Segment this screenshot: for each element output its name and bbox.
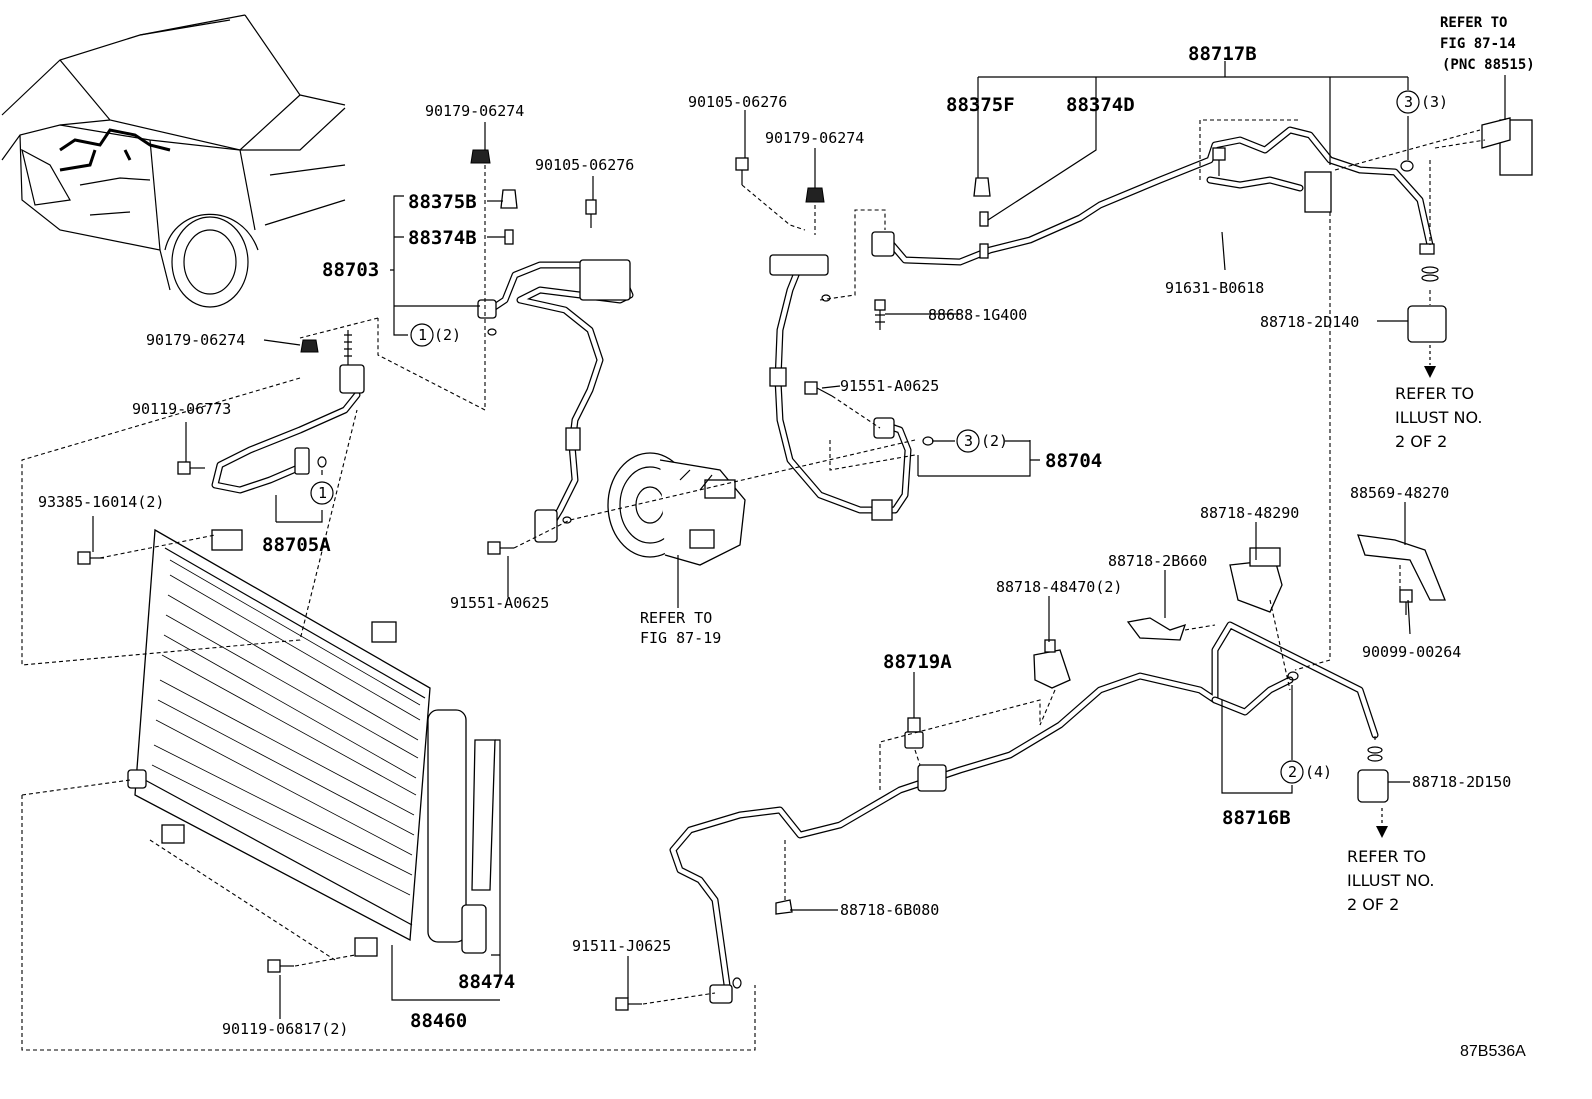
label-93385-16014: 93385-16014(2) — [38, 493, 164, 511]
solid-leader-lines — [92, 61, 1506, 1019]
refer-top-line3: (PNC 88515) — [1442, 57, 1535, 73]
label-88718-48470: 88718-48470(2) — [996, 578, 1122, 596]
pipe-88716B-assembly — [669, 621, 1389, 1004]
label-90119-06773: 90119-06773 — [132, 400, 231, 418]
callout-3a-qty: (3) — [1421, 93, 1448, 111]
pipe-88704-assembly — [769, 254, 934, 521]
compressor-illustration — [607, 452, 746, 566]
label-90179-06274-b: 90179-06274 — [765, 129, 864, 147]
pipe-88717B-assembly — [871, 117, 1533, 282]
callout-circles — [310, 90, 1420, 784]
label-90179-06274-c: 90179-06274 — [146, 331, 245, 349]
label-88718-2B660: 88718-2B660 — [1108, 552, 1207, 570]
label-90179-06274-a: 90179-06274 — [425, 102, 524, 120]
label-88375B: 88375B — [408, 191, 477, 213]
label-88705A: 88705A — [262, 534, 331, 556]
refer-compressor-line2: FIG 87-19 — [640, 629, 721, 647]
dashed-leader-lines — [21, 119, 1486, 1051]
label-90105-06276-a: 90105-06276 — [535, 156, 634, 174]
label-88718-6B080: 88718-6B080 — [840, 901, 939, 919]
callout-2-number: 2 — [1288, 763, 1297, 781]
label-88719A: 88719A — [883, 651, 952, 673]
callout-1-qty: (2) — [434, 326, 461, 344]
callout-3a-number: 3 — [1404, 93, 1413, 111]
refer-compressor-line1: REFER TO — [640, 609, 712, 627]
label-90119-06817: 90119-06817(2) — [222, 1020, 348, 1038]
label-88718-48290: 88718-48290 — [1200, 504, 1299, 522]
callout-3b-number: 3 — [964, 432, 973, 450]
callout-1-number: 1 — [418, 326, 427, 344]
label-88718-2D140: 88718-2D140 — [1260, 313, 1359, 331]
label-88718-2D150: 88718-2D150 — [1412, 773, 1511, 791]
label-88460: 88460 — [410, 1010, 467, 1032]
refer-illust-1-line1: REFER TO — [1395, 384, 1474, 403]
refer-illust-1-line3: 2 OF 2 — [1395, 432, 1447, 451]
vehicle-locator-illustration — [1, 14, 346, 308]
label-88704: 88704 — [1045, 450, 1102, 472]
diagram-code: 87B536A — [1460, 1043, 1526, 1060]
condenser-88460 — [127, 528, 496, 957]
label-90099-00264: 90099-00264 — [1362, 643, 1461, 661]
refer-top-line2: FIG 87-14 — [1440, 36, 1516, 52]
arrow-icon-refer-1 — [1424, 345, 1436, 378]
label-88703: 88703 — [322, 259, 379, 281]
label-91551-A0625-a: 91551-A0625 — [450, 594, 549, 612]
label-88374B: 88374B — [408, 227, 477, 249]
arrow-icon-refer-2 — [1376, 808, 1388, 838]
label-88716B: 88716B — [1222, 807, 1291, 829]
part-labels: 88717B 88375F 88374D REFER TO FIG 87-14 … — [38, 15, 1535, 1060]
refer-illust-2-line3: 2 OF 2 — [1347, 895, 1399, 914]
label-91511-J0625: 91511-J0625 — [572, 937, 671, 955]
label-88717B: 88717B — [1188, 43, 1257, 65]
label-91631-B0618: 91631-B0618 — [1165, 279, 1264, 297]
clamps-and-sensors-right — [735, 147, 1447, 915]
refer-illust-2-line2: ILLUST NO. — [1347, 871, 1434, 890]
refer-top-line1: REFER TO — [1440, 15, 1507, 31]
pipe-88705A-assembly — [211, 330, 365, 494]
label-90105-06276-b: 90105-06276 — [688, 93, 787, 111]
callout-3b-qty: (2) — [981, 432, 1008, 450]
callout-1b-number: 1 — [318, 484, 327, 502]
label-88569-48270: 88569-48270 — [1350, 484, 1449, 502]
refer-illust-2-line1: REFER TO — [1347, 847, 1426, 866]
label-88374D: 88374D — [1066, 94, 1135, 116]
label-91551-A0625-b: 91551-A0625 — [840, 377, 939, 395]
refer-illust-1-line2: ILLUST NO. — [1395, 408, 1482, 427]
label-88474: 88474 — [458, 971, 515, 993]
label-88688-1G400: 88688-1G400 — [928, 306, 1027, 324]
callout-2-qty: (4) — [1305, 763, 1332, 781]
label-88375F: 88375F — [946, 94, 1015, 116]
pipe-88703-assembly — [477, 259, 634, 543]
